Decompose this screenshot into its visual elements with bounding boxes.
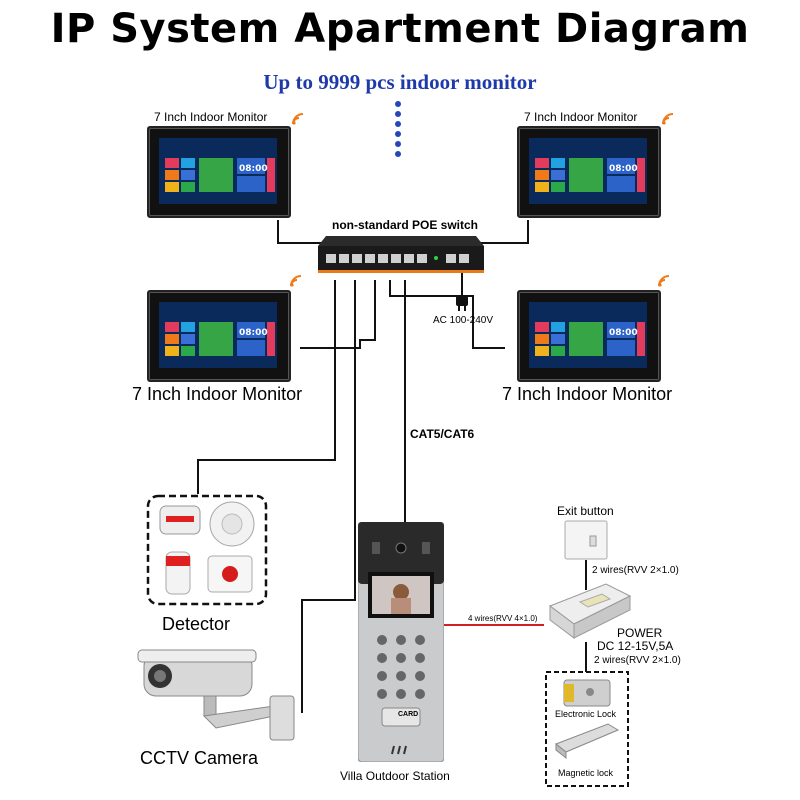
exit-button-icon (564, 520, 608, 560)
wifi-icon (662, 113, 674, 125)
gas-sensor-icon (165, 551, 191, 595)
wifi-icon (290, 275, 302, 287)
wifi-icon (292, 113, 304, 125)
monitor-label-mid-right: 7 Inch Indoor Monitor (502, 384, 673, 404)
indoor-monitor-mid-right: 08:00 (517, 290, 661, 382)
villa-outdoor-station (358, 522, 444, 762)
exit-button-label: Exit button (557, 504, 614, 518)
wires-bottom-label: 2 wires(RVV 2×1.0) (594, 655, 681, 666)
power-supply-icon (548, 583, 632, 639)
detector-group (146, 494, 268, 606)
cctv-camera-icon (137, 649, 295, 741)
magnetic-lock-label: Magnetic lock (558, 768, 614, 778)
outdoor-station-label: Villa Outdoor Station (340, 769, 450, 783)
monitor-clock: 08:00 (239, 164, 268, 174)
monitor-clock: 08:00 (609, 328, 638, 338)
monitor-clock: 08:00 (239, 328, 268, 338)
cable-label: CAT5/CAT6 (410, 427, 475, 441)
station-wires-label: 4 wires(RVV 4×1.0) (468, 614, 538, 623)
magnetic-lock-icon (555, 723, 620, 760)
monitor-clock: 08:00 (609, 164, 638, 174)
alarm-sensor-icon (159, 505, 201, 535)
indoor-monitor-top-right: 08:00 (517, 126, 661, 218)
power-spec-label: DC 12-15V,5A (597, 639, 674, 653)
switch-power-label: AC 100-240V (433, 315, 494, 326)
electronic-lock-label: Electronic Lock (555, 709, 617, 719)
locks-group (545, 671, 629, 787)
poe-switch (318, 236, 484, 273)
diagram-title: IP System Apartment Diagram (50, 6, 750, 52)
panic-button-icon (207, 555, 253, 593)
switch-label: non-standard POE switch (332, 218, 479, 232)
smoke-detector-icon (209, 501, 255, 547)
monitor-label-top-right: 7 Inch Indoor Monitor (524, 110, 638, 124)
monitor-label-top-left: 7 Inch Indoor Monitor (154, 110, 268, 124)
wires-top-label: 2 wires(RVV 2×1.0) (592, 565, 679, 576)
cctv-label: CCTV Camera (140, 748, 259, 768)
detector-label: Detector (162, 614, 231, 634)
wifi-icon (658, 275, 670, 287)
electronic-lock-icon (563, 679, 611, 707)
power-plug-icon (456, 296, 468, 311)
indoor-monitor-top-left: 08:00 (147, 126, 291, 218)
indoor-monitor-mid-left: 08:00 (147, 290, 291, 382)
monitor-label-mid-left: 7 Inch Indoor Monitor (132, 384, 303, 404)
more-monitors-dots (395, 101, 401, 157)
card-reader-label: CARD (398, 711, 419, 718)
power-label: POWER (617, 626, 663, 640)
diagram-subtitle: Up to 9999 pcs indoor monitor (263, 70, 537, 94)
